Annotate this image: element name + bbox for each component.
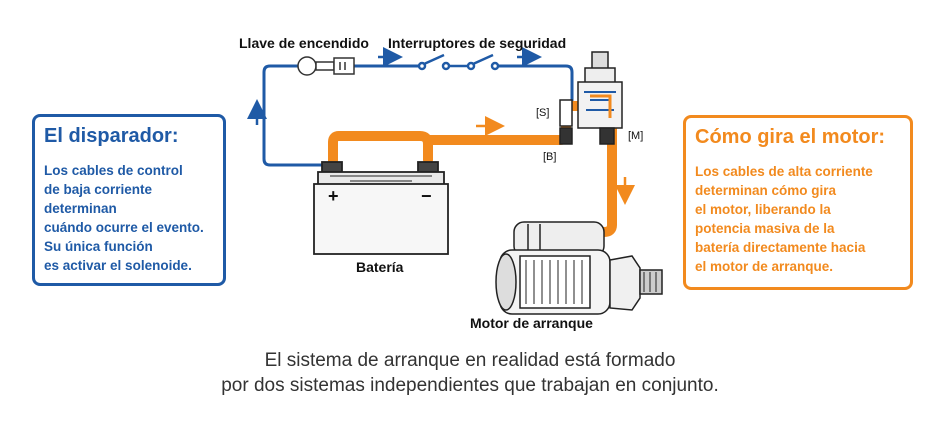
battery-minus-label: − bbox=[421, 186, 432, 206]
solenoid-icon bbox=[559, 51, 623, 145]
starter-motor-label: Motor de arranque bbox=[470, 315, 593, 331]
trigger-title: El disparador: bbox=[44, 125, 179, 147]
flow-arrow-icon bbox=[247, 47, 542, 125]
flow-arrow-icon bbox=[476, 116, 635, 205]
motor-description: Los cables de alta corriente determinan … bbox=[695, 164, 873, 274]
motor-title: Cómo gira el motor: bbox=[695, 126, 886, 148]
battery-icon bbox=[313, 161, 449, 255]
terminal-m-label: [M] bbox=[628, 130, 644, 142]
starter-motor-icon bbox=[495, 221, 663, 315]
battery-label: Batería bbox=[356, 259, 404, 275]
ignition-key-label: Llave de encendido bbox=[239, 35, 369, 51]
trigger-description: Los cables de control de baja corriente … bbox=[44, 163, 204, 273]
terminal-s-label: [S] bbox=[536, 107, 550, 119]
motor-info-box: Cómo gira el motor: Los cables de alta c… bbox=[683, 115, 913, 290]
ignition-key-icon bbox=[297, 56, 355, 76]
diagram-caption: El sistema de arranque en realidad está … bbox=[221, 350, 719, 396]
safety-switch-icon bbox=[417, 53, 500, 71]
terminal-b-label: [B] bbox=[543, 151, 557, 163]
safety-switches-label: Interruptores de seguridad bbox=[388, 35, 567, 51]
trigger-info-box: El disparador: Los cables de control de … bbox=[32, 114, 226, 286]
control-circuit-wire bbox=[262, 64, 574, 167]
battery-plus-label: + bbox=[328, 186, 339, 206]
